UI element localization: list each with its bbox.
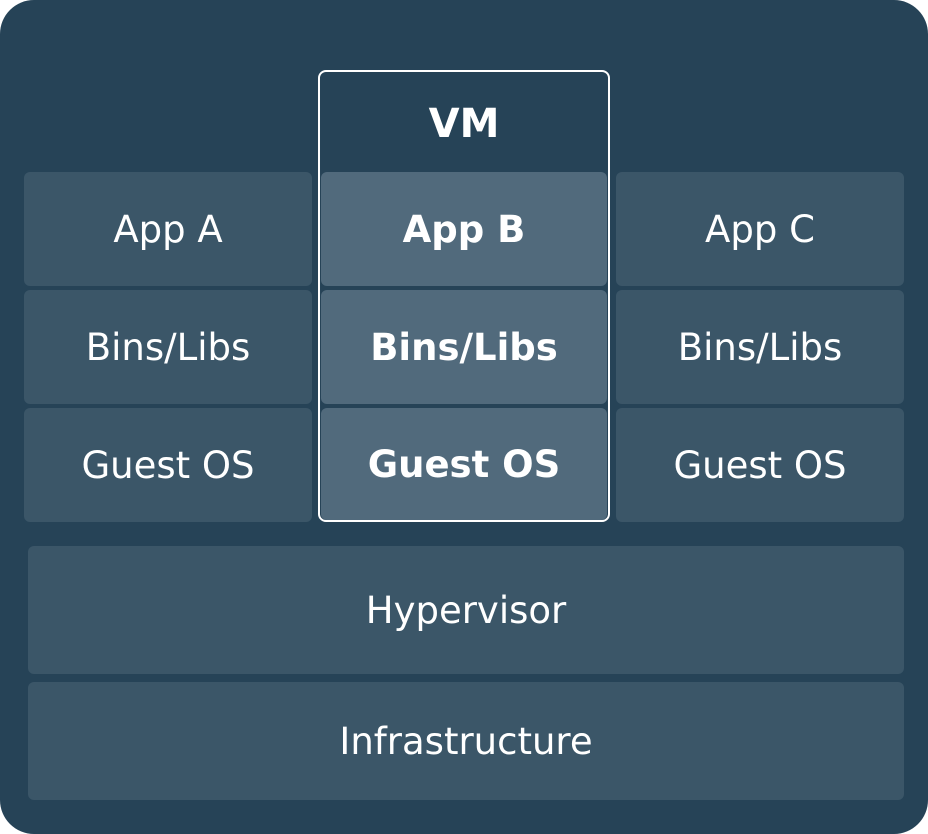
right-bins-libs-block: Bins/Libs xyxy=(616,290,904,404)
left-bins-libs-label: Bins/Libs xyxy=(85,325,251,369)
app-b-block: App B xyxy=(321,172,607,286)
infrastructure-label: Infrastructure xyxy=(339,719,593,763)
right-guest-os-label: Guest OS xyxy=(673,443,847,487)
app-c-block: App C xyxy=(616,172,904,286)
left-guest-os-label: Guest OS xyxy=(81,443,255,487)
vm-label: VM xyxy=(428,101,500,147)
hypervisor-label: Hypervisor xyxy=(365,588,567,632)
left-bins-libs-block: Bins/Libs xyxy=(24,290,312,404)
app-a-label: App A xyxy=(113,207,223,251)
infrastructure-block: Infrastructure xyxy=(28,682,904,800)
vm-bins-libs-label: Bins/Libs xyxy=(370,325,558,369)
right-bins-libs-label: Bins/Libs xyxy=(677,325,843,369)
vm-guest-os-label: Guest OS xyxy=(367,442,561,486)
vm-outline xyxy=(318,70,610,522)
app-a-block: App A xyxy=(24,172,312,286)
vm-guest-os-block: Guest OS xyxy=(321,408,607,520)
right-guest-os-block: Guest OS xyxy=(616,408,904,522)
hypervisor-block: Hypervisor xyxy=(28,546,904,674)
vm-bins-libs-block: Bins/Libs xyxy=(321,290,607,404)
app-c-label: App C xyxy=(705,207,815,251)
left-guest-os-block: Guest OS xyxy=(24,408,312,522)
app-b-label: App B xyxy=(402,207,526,251)
